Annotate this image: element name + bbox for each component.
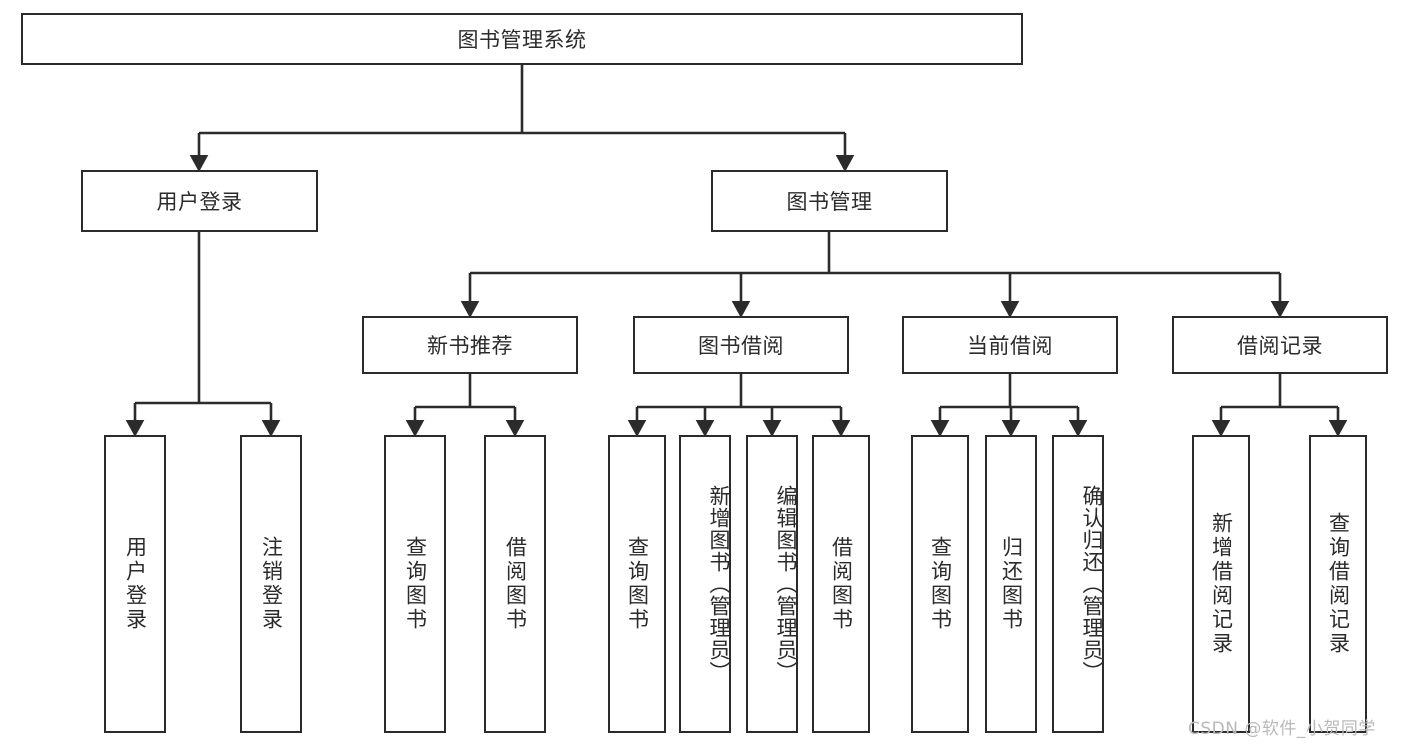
node-leaf-query-books-recommend[interactable]: 查询图书: [384, 435, 446, 733]
node-leaf-add-borrow-record[interactable]: 新增借阅记录: [1192, 435, 1250, 733]
leaf-label: 确认归还（管理员）: [1080, 485, 1104, 683]
edges-bookmgmt-to-level3: [460, 232, 1290, 319]
node-book-management[interactable]: 图书管理: [711, 170, 948, 232]
node-leaf-add-book-admin[interactable]: 新增图书（管理员）: [679, 435, 731, 733]
node-root-system[interactable]: 图书管理系统: [21, 13, 1023, 65]
leaf-label: 新增借阅记录: [1209, 512, 1234, 656]
node-borrow-records[interactable]: 借阅记录: [1172, 316, 1388, 374]
leaf-label: 注销登录: [259, 536, 284, 632]
leaf-label: 查询图书: [928, 536, 953, 632]
leaf-label: 查询图书: [403, 536, 428, 632]
node-current-borrow[interactable]: 当前借阅: [902, 316, 1118, 374]
node-leaf-edit-book-admin[interactable]: 编辑图书（管理员）: [746, 435, 798, 733]
node-leaf-query-books-borrow[interactable]: 查询图书: [608, 435, 666, 733]
edges-userlogin-to-leaves: [125, 232, 281, 438]
edges-newbook-to-leaves: [405, 374, 525, 438]
edges-root-to-level2: [189, 65, 855, 173]
csdn-watermark: CSDN @软件_小贺同学: [1188, 719, 1376, 739]
node-leaf-borrow-books-recommend[interactable]: 借阅图书: [484, 435, 546, 733]
node-leaf-user-login[interactable]: 用户登录: [104, 435, 166, 733]
node-leaf-borrow-books-borrow[interactable]: 借阅图书: [812, 435, 870, 733]
node-leaf-return-books[interactable]: 归还图书: [985, 435, 1037, 733]
node-new-book-recommend[interactable]: 新书推荐: [362, 316, 578, 374]
leaf-label: 查询借阅记录: [1326, 512, 1351, 656]
leaf-label: 借阅图书: [503, 536, 528, 632]
leaf-label: 用户登录: [123, 536, 148, 632]
edges-bookborrow-to-leaves: [627, 374, 851, 438]
node-user-login[interactable]: 用户登录: [81, 170, 318, 232]
leaf-label: 编辑图书（管理员）: [774, 485, 798, 683]
edges-borrowrecords-to-leaves: [1211, 374, 1348, 438]
leaf-label: 新增图书（管理员）: [707, 485, 731, 683]
edges-currentborrow-to-leaves: [930, 374, 1088, 438]
node-leaf-logout[interactable]: 注销登录: [240, 435, 302, 733]
node-leaf-query-books-current[interactable]: 查询图书: [911, 435, 969, 733]
node-book-borrow[interactable]: 图书借阅: [633, 316, 849, 374]
leaf-label: 借阅图书: [829, 536, 854, 632]
leaf-label: 查询图书: [625, 536, 650, 632]
leaf-label: 归还图书: [999, 536, 1024, 632]
node-leaf-query-borrow-record[interactable]: 查询借阅记录: [1309, 435, 1367, 733]
node-leaf-confirm-return-admin[interactable]: 确认归还（管理员）: [1052, 435, 1104, 733]
